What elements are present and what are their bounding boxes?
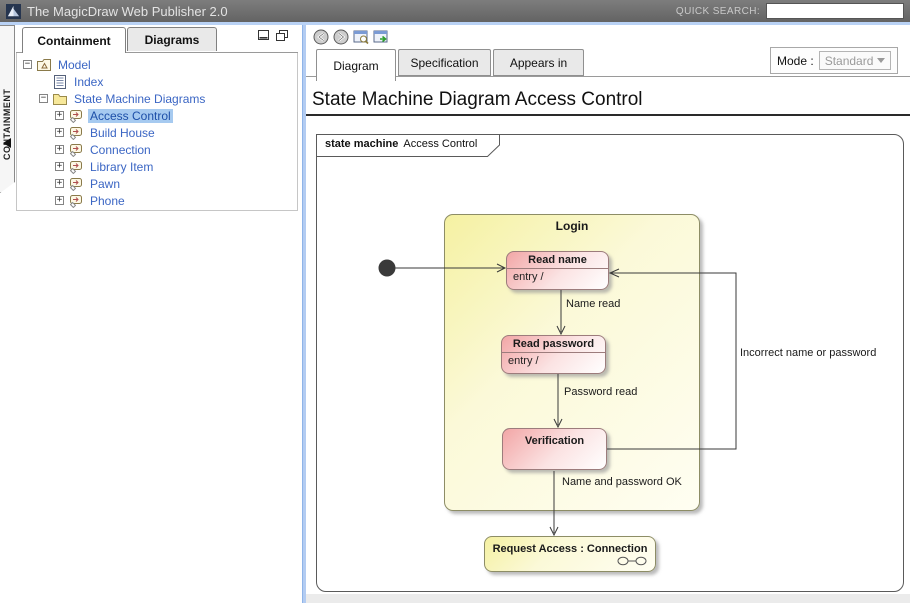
frame-label: state machine Access Control xyxy=(325,138,477,150)
expand-box[interactable]: + xyxy=(55,178,64,188)
open-in-new-window-button[interactable] xyxy=(373,29,390,45)
tree-item-access-control[interactable]: + Access Control xyxy=(17,107,297,124)
mode-value: Standard xyxy=(824,53,874,68)
tree-label[interactable]: Library Item xyxy=(90,159,154,174)
sidebar-tab-divider xyxy=(16,52,298,53)
page-bottom-strip xyxy=(306,594,910,603)
state-machine-diagram-icon xyxy=(69,143,82,157)
state-machine-diagram-icon xyxy=(69,160,82,174)
state-title: Request Access : Connection xyxy=(492,543,648,555)
state-machine-diagram-icon xyxy=(69,109,82,123)
tree-label[interactable]: Model xyxy=(58,57,91,72)
state-verification[interactable]: Verification xyxy=(502,428,607,470)
state-read-password[interactable]: Read password entry / xyxy=(501,335,606,374)
main-tab-divider xyxy=(306,76,910,77)
state-title: Verification xyxy=(524,435,585,447)
tree-item-library-item[interactable]: + Library Item xyxy=(17,158,297,175)
tab-containment[interactable]: Containment xyxy=(22,27,126,53)
folder-icon xyxy=(53,93,67,105)
header-accent-line xyxy=(0,22,910,25)
magicdraw-logo-icon xyxy=(6,3,21,19)
submachine-icon xyxy=(617,556,647,566)
transition-label-incorrect: Incorrect name or password xyxy=(740,347,877,359)
state-login-title: Login xyxy=(555,219,589,233)
tree-label[interactable]: State Machine Diagrams xyxy=(74,91,206,106)
mode-label: Mode : xyxy=(777,53,814,68)
quick-search-label: QUICK SEARCH: xyxy=(675,5,760,17)
navigation-toolbar xyxy=(313,29,390,45)
tree-item-model[interactable]: − Model xyxy=(17,56,297,73)
tree-item-index[interactable]: Index xyxy=(17,73,297,90)
state-machine-diagram-icon xyxy=(69,194,82,208)
panel-splitter[interactable] xyxy=(302,25,306,603)
package-icon xyxy=(37,58,51,71)
transition-label-name-read: Name read xyxy=(566,298,621,310)
collapse-arrow-icon[interactable] xyxy=(3,138,11,148)
state-read-name[interactable]: Read name entry / xyxy=(506,251,609,290)
state-title: Read name xyxy=(507,252,608,269)
tree-item-pawn[interactable]: + Pawn xyxy=(17,175,297,192)
containment-tree: − Model Index − State Machine Dia xyxy=(16,53,298,211)
tree-label[interactable]: Build House xyxy=(90,125,155,140)
forward-button[interactable] xyxy=(333,29,350,45)
tab-diagrams[interactable]: Diagrams xyxy=(127,27,217,51)
tree-item-connection[interactable]: + Connection xyxy=(17,141,297,158)
initial-state-icon xyxy=(378,259,396,277)
tree-label[interactable]: Connection xyxy=(90,142,151,157)
diagram-frame: state machine Access Control Login Read n… xyxy=(316,134,904,592)
expand-box[interactable]: + xyxy=(55,161,64,171)
expand-box[interactable]: + xyxy=(55,195,64,205)
title-bar: The MagicDraw Web Publisher 2.0 QUICK SE… xyxy=(0,0,910,22)
app-title: The MagicDraw Web Publisher 2.0 xyxy=(27,3,228,19)
chevron-down-icon xyxy=(877,58,885,63)
mode-dropdown[interactable]: Standard xyxy=(818,51,891,70)
tab-appears-in[interactable]: Appears in xyxy=(493,49,584,76)
mode-selector: Mode : Standard xyxy=(770,47,898,74)
minimize-panel-icon[interactable] xyxy=(258,30,270,41)
back-button[interactable] xyxy=(313,29,330,45)
collapse-box[interactable]: − xyxy=(39,93,48,103)
state-title: Read password xyxy=(502,336,605,353)
restore-panel-icon[interactable] xyxy=(276,30,288,41)
tree-label[interactable]: Phone xyxy=(90,193,125,208)
state-entry-activity: entry / xyxy=(508,355,539,367)
transition-label-ok: Name and password OK xyxy=(562,476,682,488)
state-entry-activity: entry / xyxy=(513,271,544,283)
tree-item-phone[interactable]: + Phone xyxy=(17,192,297,209)
expand-box[interactable]: + xyxy=(55,110,64,120)
tab-specification[interactable]: Specification xyxy=(398,49,491,76)
expand-box[interactable]: + xyxy=(55,127,64,137)
state-request-access[interactable]: Request Access : Connection xyxy=(484,536,656,572)
index-icon xyxy=(54,74,66,89)
tree-item-state-machine-diagrams[interactable]: − State Machine Diagrams xyxy=(17,90,297,107)
quick-search-input[interactable] xyxy=(766,3,904,19)
find-in-diagram-button[interactable] xyxy=(353,29,370,45)
title-rule xyxy=(306,114,910,116)
frame-name-tab xyxy=(316,134,500,157)
collapse-box[interactable]: − xyxy=(23,59,32,69)
state-machine-diagram-icon xyxy=(69,177,82,191)
transition-label-password-read: Password read xyxy=(564,386,638,398)
tree-label[interactable]: Index xyxy=(74,74,104,89)
expand-box[interactable]: + xyxy=(55,144,64,154)
frame-keyword: state machine xyxy=(325,138,399,150)
page-title: State Machine Diagram Access Control xyxy=(312,89,643,110)
tree-item-build-house[interactable]: + Build House xyxy=(17,124,297,141)
tree-label-selected[interactable]: Access Control xyxy=(88,108,173,123)
containment-collapse-tab[interactable]: CONTAINMENT xyxy=(0,25,15,193)
tab-diagram[interactable]: Diagram xyxy=(316,49,396,81)
tree-label[interactable]: Pawn xyxy=(90,176,121,191)
frame-name: Access Control xyxy=(403,138,478,150)
state-machine-diagram-icon xyxy=(69,126,82,140)
